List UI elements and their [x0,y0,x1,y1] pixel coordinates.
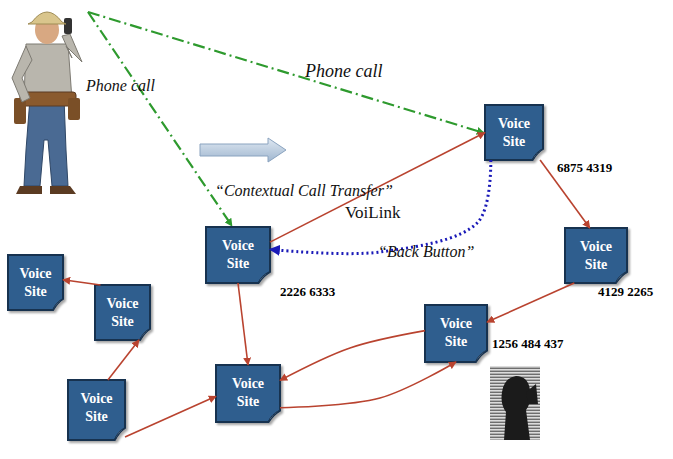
voice-site-label: Voice Site [13,265,59,301]
page-curl [115,428,125,440]
voice-site-body [8,255,63,310]
worker-boot [16,186,42,194]
page-curl [268,411,280,422]
worker-pouch [68,98,80,120]
voice-site-label: Voice Site [225,375,271,411]
voice-site-shape [95,285,150,340]
phone-number: 2226 6333 [280,284,335,300]
voilink-arrow [125,396,216,437]
voice-site-body [565,228,627,283]
phone-call-label: Phone call [86,77,155,95]
voice-site-label: Voice Site [100,295,146,331]
worker-arm [62,34,82,62]
voilink-arrow [238,283,248,365]
caller-photo [490,366,540,440]
voice-site-label: Voice Site [215,237,261,273]
page-curl [140,329,150,340]
back-button-arrow [270,160,491,254]
voilink-arrow [280,362,456,408]
voice-site-box: Voice Site4129 2265 [565,228,627,283]
voice-site-box: Voice Site [216,365,280,422]
voice-site-shape [565,228,627,283]
phone-call-line [88,12,232,226]
worker-hardhat [28,12,66,24]
voice-site-box: Voice Site [68,380,125,440]
voice-site-body [95,285,150,340]
voice-site-body [68,380,125,440]
phone-call-label: Phone call [305,61,382,82]
worker-pouch [14,98,26,124]
voilink-arrow [108,340,139,380]
edge-label: “Back Button” [378,243,474,261]
voice-site-body [216,365,280,422]
worker-jeans [24,98,68,186]
caller-handset [526,384,538,404]
page-curl [53,299,63,310]
voilink-arrow [487,283,574,322]
transfer-arrow [200,138,286,162]
voilink-arrow [540,160,590,228]
voice-site-body [485,105,543,160]
voice-site-box: Voice Site6875 4319 [485,105,543,160]
phone-number: 4129 2265 [598,284,653,300]
voice-site-shape [206,227,270,283]
worker-boot [50,186,76,194]
voice-site-shape [8,255,63,310]
phone-number: 1256 484 437 [492,336,564,352]
phone-call-line [88,12,484,133]
voice-site-box: Voice Site2226 6333 [206,227,270,283]
voilink-arrow [280,331,425,381]
voice-site-box: Voice Site [95,285,150,340]
worker-arm [12,46,32,102]
voice-site-shape [425,305,487,362]
voice-site-box: Voice Site1256 484 437 [425,305,487,362]
worker-illustration [12,12,82,194]
voice-site-body [206,227,270,283]
voilink-arrow [63,280,101,285]
voice-site-label: Voice Site [433,315,479,351]
voice-site-label: Voice Site [573,238,619,274]
phone-number: 6875 4319 [557,160,612,176]
page-curl [616,272,627,283]
voice-site-shape [216,365,280,422]
edge-label: VoiLink [345,203,400,223]
voice-site-box: Voice Site [8,255,63,310]
voice-site-label: Voice Site [491,115,537,151]
page-curl [476,351,487,362]
voice-site-body [425,305,487,362]
page-curl [258,272,270,283]
worker-phone [64,18,72,34]
transfer-label: “Contextual Call Transfer” [215,182,393,200]
voice-site-label: Voice Site [74,390,120,426]
voice-site-shape [485,105,543,160]
caller-picture [490,366,540,440]
caller-silhouette [502,376,531,440]
page-curl [533,149,543,160]
